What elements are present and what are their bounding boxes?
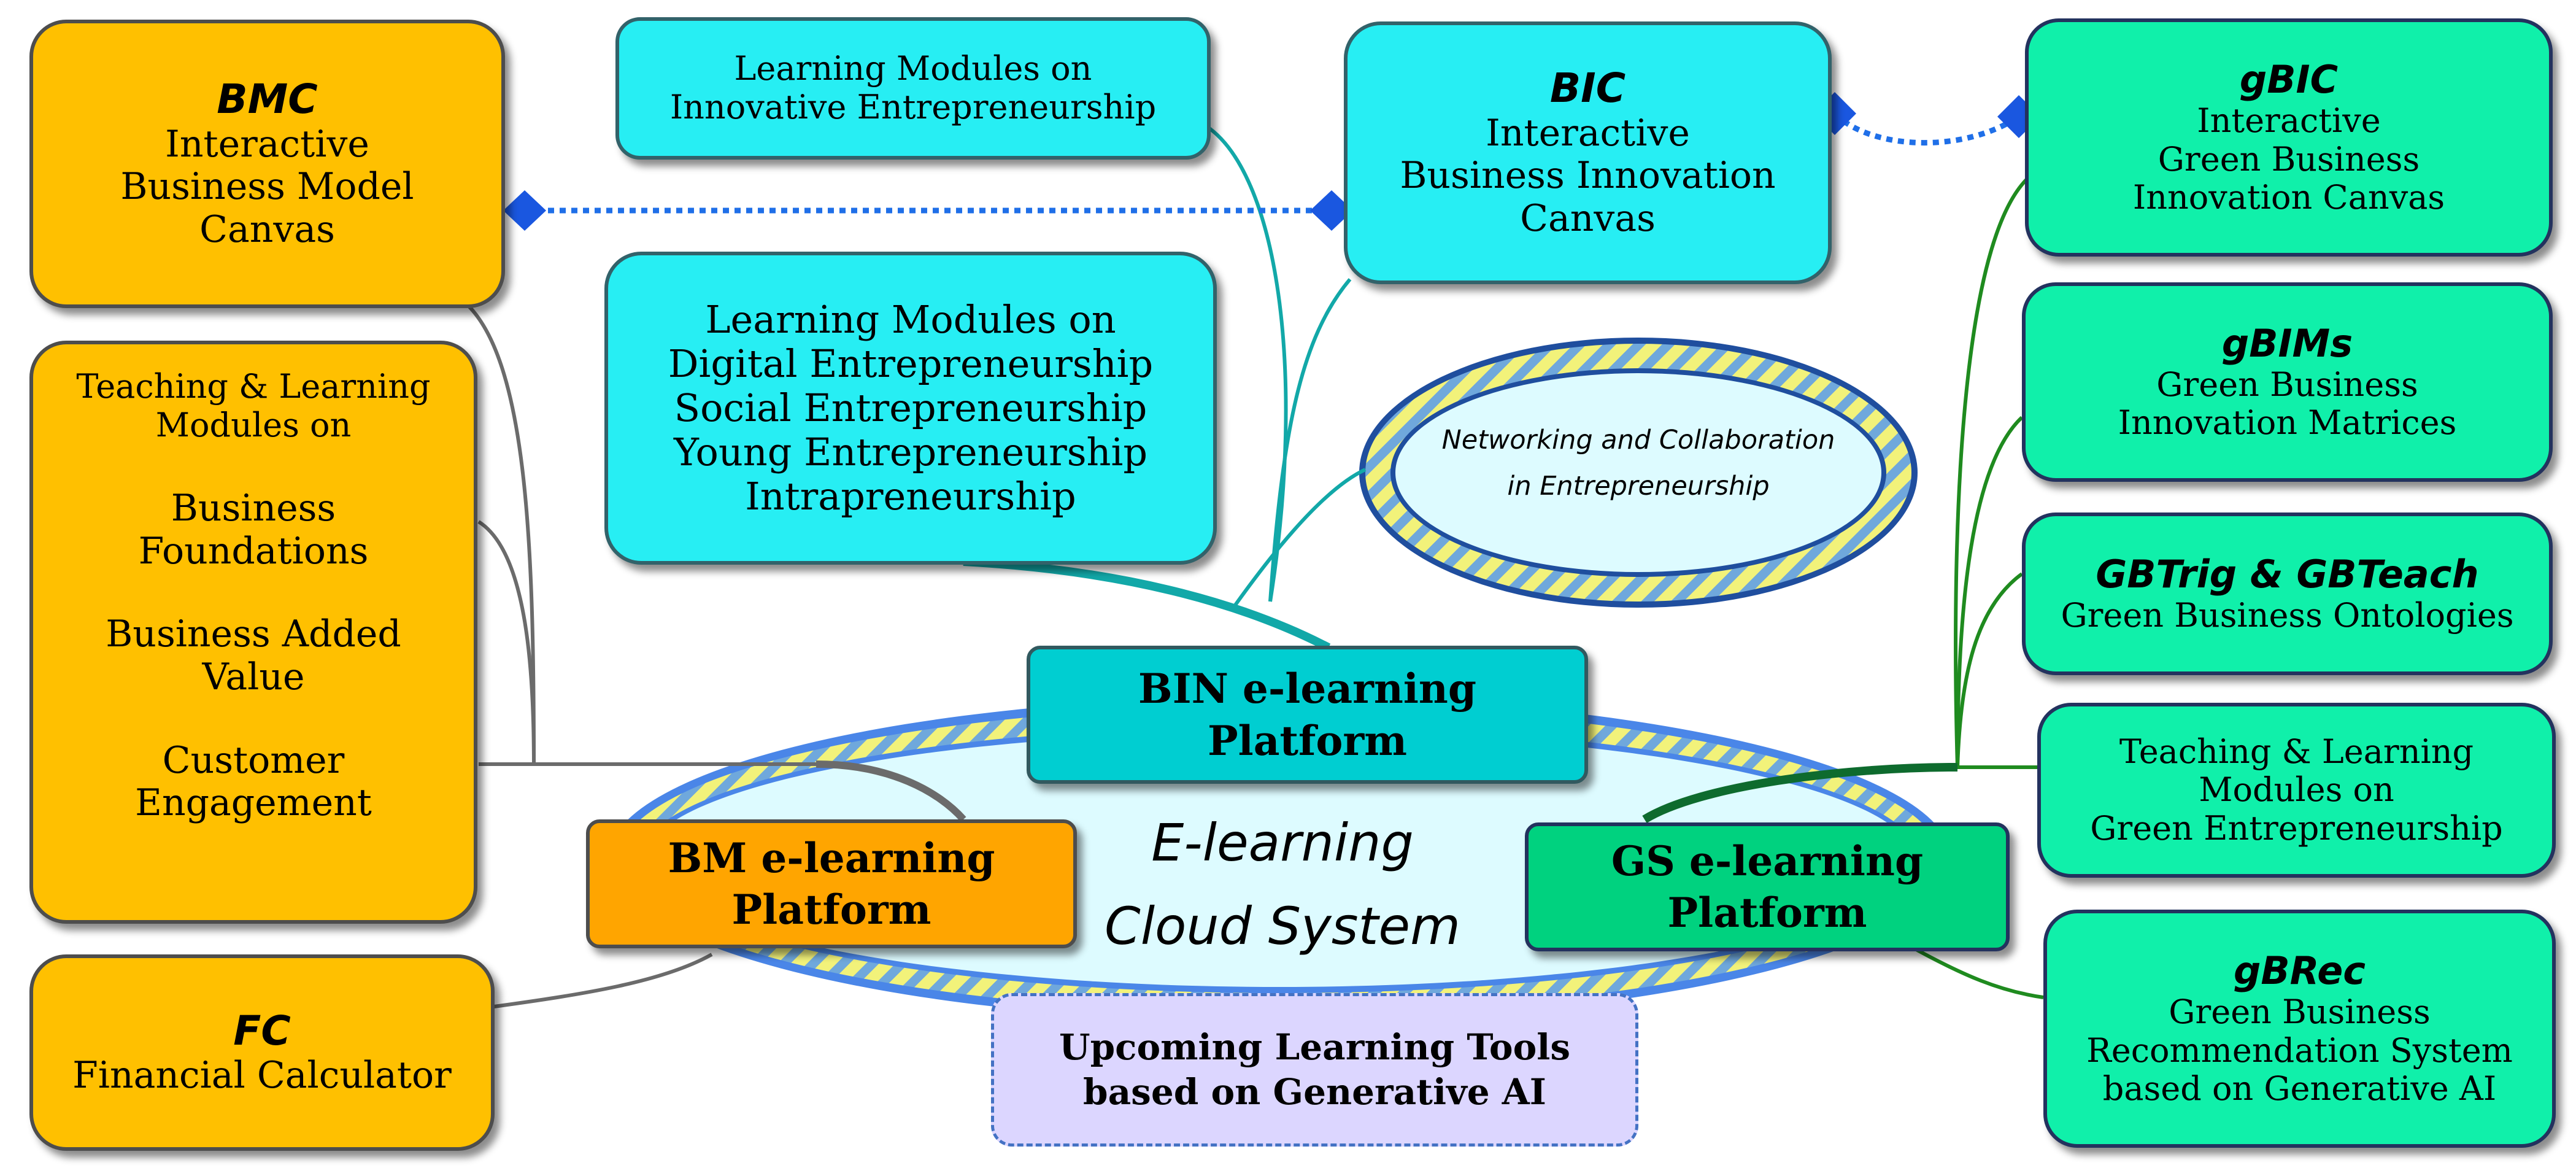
gs-modules-line1: Teaching & Learning	[2119, 732, 2474, 771]
fc-box[interactable]: FC Financial Calculator	[29, 954, 495, 1151]
fc-title: FC	[233, 1007, 291, 1054]
bm-module-item1-line1: Business	[171, 487, 336, 530]
fc-line1: Financial Calculator	[72, 1054, 452, 1097]
gbic-title: gBIC	[2239, 57, 2339, 103]
bic-line3: Canvas	[1520, 197, 1656, 241]
gbtrig-line1: Green Business Ontologies	[2061, 596, 2514, 635]
upcoming-tools-box[interactable]: Upcoming Learning Tools based on Generat…	[991, 993, 1638, 1147]
bm-modules-line1: Teaching & Learning	[76, 367, 431, 406]
bic-line1: Interactive	[1486, 111, 1690, 155]
gs-platform-box[interactable]: GS e-learning Platform	[1525, 822, 2010, 951]
bm-module-item2-line1: Business Added	[106, 613, 401, 656]
gbic-line3: Innovation Canvas	[2132, 178, 2445, 217]
bmc-bic-link	[503, 190, 1353, 231]
networking-ellipse	[1359, 338, 1918, 608]
gbrec-line2: Recommendation System	[2086, 1031, 2513, 1070]
upcoming-line1: Upcoming Learning Tools	[1059, 1026, 1570, 1068]
bm-module-item3-line2: Engagement	[135, 781, 372, 825]
bm-module-item2-line2: Value	[202, 656, 305, 699]
digital-line1: Learning Modules on	[705, 297, 1116, 342]
networking-line2: in Entrepreneurship	[1507, 470, 1770, 501]
gbic-line2: Green Business	[2158, 139, 2420, 179]
digital-line3: Social Entrepreneurship	[674, 385, 1147, 431]
digital-line4: Young Entrepreneurship	[673, 429, 1148, 474]
gs-modules-line2: Modules on	[2199, 770, 2394, 810]
gbrec-box[interactable]: gBRec Green Business Recommendation Syst…	[2043, 910, 2556, 1148]
gbrec-line3: based on Generative AI	[2102, 1069, 2497, 1108]
bm-modules-line2: Modules on	[155, 405, 352, 444]
digital-line5: Intrapreneurship	[745, 473, 1076, 519]
gbrec-title: gBRec	[2233, 948, 2366, 994]
bm-platform-line2: Platform	[731, 886, 931, 934]
bmc-line3: Canvas	[199, 208, 335, 252]
bin-connectors	[963, 124, 1367, 652]
gs-modules-line3: Green Entrepreneurship	[2090, 808, 2503, 848]
networking-label[interactable]: Networking and Collaboration in Entrepre…	[1387, 417, 1890, 509]
cloud-line1: E-learning	[1151, 813, 1414, 873]
innovative-line2: Innovative Entrepreneurship	[669, 88, 1157, 126]
bmc-box[interactable]: BMC Interactive Business Model Canvas	[29, 20, 505, 308]
bin-platform-line1: BIN e-learning	[1138, 665, 1477, 713]
digital-modules-box[interactable]: Learning Modules on Digital Entrepreneur…	[604, 252, 1217, 565]
bic-box[interactable]: BIC Interactive Business Innovation Canv…	[1344, 21, 1832, 284]
networking-line1: Networking and Collaboration	[1441, 425, 1835, 455]
bmc-title: BMC	[217, 75, 318, 123]
gbims-box[interactable]: gBIMs Green Business Innovation Matrices	[2022, 282, 2553, 482]
gs-platform-line2: Platform	[1667, 889, 1867, 937]
bic-gbic-link	[1813, 92, 2040, 146]
bmc-line1: Interactive	[165, 122, 369, 166]
bin-platform-box[interactable]: BIN e-learning Platform	[1027, 646, 1588, 784]
gs-connectors	[1642, 176, 2044, 999]
gbtrig-title: GBTrig & GBTeach	[2096, 552, 2479, 597]
bm-platform-line1: BM e-learning	[668, 834, 995, 882]
gbic-box[interactable]: gBIC Interactive Green Business Innovati…	[2025, 18, 2553, 257]
gbtrig-box[interactable]: GBTrig & GBTeach Green Business Ontologi…	[2022, 513, 2553, 675]
digital-line2: Digital Entrepreneurship	[668, 341, 1154, 387]
bm-modules-box[interactable]: Teaching & Learning Modules on Business …	[29, 341, 477, 924]
gbrec-line1: Green Business	[2169, 992, 2431, 1032]
bm-connectors	[468, 305, 966, 1008]
bm-platform-box[interactable]: BM e-learning Platform	[586, 819, 1077, 948]
innovative-modules-box[interactable]: Learning Modules on Innovative Entrepren…	[615, 17, 1211, 160]
gbims-line1: Green Business	[2156, 365, 2418, 404]
gbic-line1: Interactive	[2197, 101, 2381, 141]
innovative-line1: Learning Modules on	[734, 49, 1092, 88]
bin-platform-line2: Platform	[1208, 716, 1407, 765]
gs-modules-box[interactable]: Teaching & Learning Modules on Green Ent…	[2037, 703, 2556, 878]
gbims-title: gBIMs	[2221, 320, 2353, 366]
bic-line2: Business Innovation	[1400, 154, 1776, 198]
cloud-system-label: E-learning Cloud System	[1098, 801, 1467, 968]
upcoming-line2: based on Generative AI	[1083, 1071, 1546, 1113]
gs-platform-line1: GS e-learning	[1611, 837, 1924, 885]
bmc-line2: Business Model	[120, 165, 414, 209]
bic-title: BIC	[1549, 64, 1626, 112]
cloud-line2: Cloud System	[1105, 896, 1460, 957]
gbims-line2: Innovation Matrices	[2118, 403, 2457, 443]
bm-module-item3-line1: Customer	[162, 738, 345, 782]
bm-module-item1-line2: Foundations	[138, 529, 369, 573]
